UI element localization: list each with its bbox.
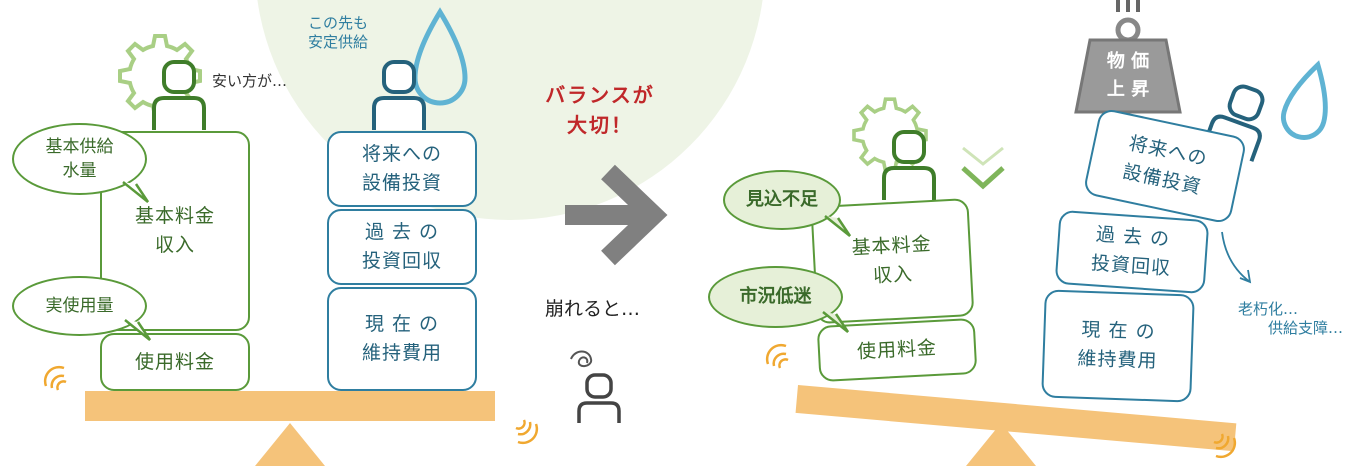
person-green-icon bbox=[152, 60, 206, 130]
weight-label-1: 物 価 bbox=[1106, 51, 1150, 72]
aging-arrow-icon bbox=[1221, 231, 1252, 284]
note-aging: 老朽化… 供給支障… bbox=[1238, 300, 1344, 337]
note-cheap: 安い方が… bbox=[212, 72, 288, 90]
bubble-shortfall: 見込不足 bbox=[723, 170, 841, 230]
fulcrum-right bbox=[966, 423, 1036, 466]
person-green-icon bbox=[882, 130, 936, 200]
weight-label-2: 上 昇 bbox=[1106, 79, 1150, 100]
box-usage-fee-left: 使用料金 bbox=[100, 333, 250, 391]
bubble-tail bbox=[124, 319, 152, 341]
bubble-market-slump: 市況低迷 bbox=[708, 266, 843, 328]
wobble-mark bbox=[43, 365, 67, 391]
scale-beam-left bbox=[85, 391, 495, 421]
wobble-mark bbox=[515, 419, 539, 445]
fulcrum-left bbox=[255, 423, 325, 466]
confused-person-icon bbox=[570, 350, 621, 423]
box-past-recovery-left: 過 去 の 投資回収 bbox=[327, 209, 477, 285]
box-past-recovery-right: 過 去 の 投資回収 bbox=[1054, 209, 1210, 295]
person-blue-icon bbox=[372, 60, 426, 130]
chevron-down-icon bbox=[961, 146, 1005, 190]
bubble-tail bbox=[122, 181, 150, 203]
weight-icon bbox=[1074, 0, 1182, 114]
box-current-cost-left: 現 在 の 維持費用 bbox=[327, 287, 477, 391]
collapse-text: 崩れると… bbox=[545, 298, 641, 320]
balance-text: バランスが 大切！ bbox=[545, 83, 655, 137]
arrow-right-icon bbox=[565, 164, 668, 266]
note-stable-supply: この先も 安定供給 bbox=[308, 14, 369, 51]
water-drop-icon bbox=[412, 7, 468, 106]
bubble-tail bbox=[824, 215, 852, 237]
bubble-actual-usage: 実使用量 bbox=[12, 276, 147, 336]
bubble-tail bbox=[822, 311, 850, 333]
wobble-mark bbox=[765, 343, 789, 369]
water-drop-icon bbox=[1281, 60, 1328, 140]
wobble-mark bbox=[1213, 433, 1237, 459]
box-current-cost-right: 現 在 の 維持費用 bbox=[1041, 289, 1195, 403]
box-future-invest-left: 将来への 設備投資 bbox=[327, 131, 477, 207]
